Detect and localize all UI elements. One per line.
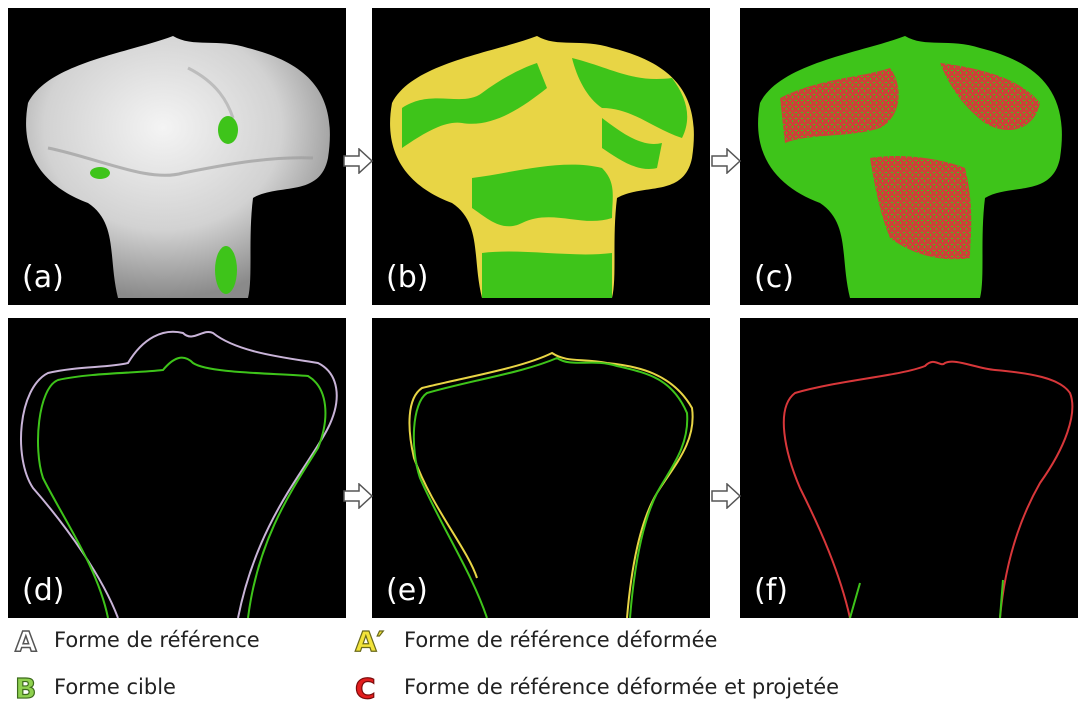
- panel-label-f: (f): [754, 573, 788, 608]
- svg-text:A: A: [15, 625, 37, 655]
- letter-a-icon: A: [14, 625, 38, 655]
- panel-b: (b): [372, 8, 710, 305]
- panel-label-d: (d): [22, 573, 65, 608]
- svg-text:C: C: [355, 672, 376, 702]
- arrow-right-icon: [711, 148, 741, 174]
- letter-a-prime-icon: A′: [354, 625, 384, 655]
- legend-item-reference: A Forme de référence: [12, 623, 260, 657]
- projected-vs-target-contour: [782, 360, 1074, 618]
- arrow-right-icon: [343, 148, 373, 174]
- reference-shape-3d: [26, 36, 330, 298]
- legend-text-target: Forme cible: [54, 675, 176, 699]
- arrow-right-icon: [343, 483, 373, 509]
- panel-e: (e): [372, 318, 710, 618]
- svg-text:A′: A′: [355, 625, 384, 655]
- legend-item-deformed: A′ Forme de référence déformée: [352, 623, 717, 657]
- panel-a: (a): [8, 8, 346, 305]
- panel-label-b: (b): [386, 260, 429, 295]
- svg-text:B: B: [15, 672, 36, 702]
- legend-text-reference: Forme de référence: [54, 628, 260, 652]
- panel-label-c: (c): [754, 260, 794, 295]
- legend-text-deformed: Forme de référence déformée: [404, 628, 718, 652]
- reference-vs-target-contour: [20, 330, 338, 618]
- legend-item-projected: C Forme de référence déformée et projeté…: [352, 670, 839, 704]
- letter-c-icon: C: [354, 672, 376, 702]
- letter-b-icon: B: [14, 672, 37, 702]
- panel-d: (d): [8, 318, 346, 618]
- panel-f: (f): [740, 318, 1078, 618]
- legend-text-projected: Forme de référence déformée et projetée: [404, 675, 840, 699]
- legend-item-target: B Forme cible: [12, 670, 176, 704]
- panel-label-a: (a): [22, 260, 64, 295]
- projected-vs-target-3d: [758, 36, 1062, 298]
- deformed-vs-target-contour: [408, 351, 694, 618]
- panel-label-e: (e): [386, 573, 428, 608]
- deformed-vs-target-3d: [390, 36, 694, 298]
- panel-c: (c): [740, 8, 1078, 305]
- arrow-right-icon: [711, 483, 741, 509]
